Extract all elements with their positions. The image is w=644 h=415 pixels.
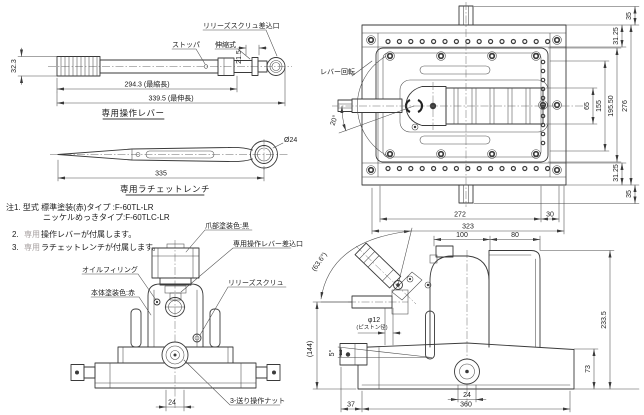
wrench-geometry	[50, 139, 288, 170]
plan-dimensions-bottom: 272 30 323	[371, 185, 565, 235]
label-release-screw: リリーズスクリュ	[228, 278, 284, 287]
dim-lever-extended: 339.5 (最伸長)	[148, 94, 193, 103]
lever-dimensions: 32.3 21.5 294.3 (最縮長) 339.5 (最伸長)	[11, 44, 286, 107]
side-view: 100 80 233.5 73 (144) (63.6°) 5° φ12 (ピス…	[307, 227, 640, 413]
front-geometry	[70, 240, 281, 408]
label-oil-filling: オイルフィリング	[82, 265, 138, 274]
release-screw	[192, 333, 202, 343]
feed-shaft-end	[339, 343, 368, 366]
dim-lever-retracted: 294.3 (最縮長)	[124, 80, 169, 89]
wrench-dimensions: Ø24 335	[57, 137, 297, 182]
label-lever-socket: 専用操作レバー差込口	[233, 239, 303, 248]
label-release-port: リリーズスクリュ差込口	[203, 21, 280, 30]
dim-side-24: 24	[463, 392, 471, 399]
note-3-text: ラチェットレンチが付属します。	[41, 242, 160, 252]
carry-handle	[425, 310, 435, 360]
notes-block: 注1. 型式 標準塗装(赤)タイプ :F-60TL-LR ニッケルめっきタイプ:…	[6, 202, 170, 252]
label-stopper: ストッパ	[172, 41, 200, 49]
dim-80: 80	[511, 232, 519, 239]
dim-bottom-offset: 35	[626, 190, 633, 198]
lever-labels: リリーズスクリュ差込口 ストッパ 伸縮式	[171, 21, 280, 65]
note-3-redacted: 専用	[24, 242, 40, 252]
dim-front-24: 24	[168, 400, 176, 407]
dim-272: 272	[454, 212, 466, 219]
dim-wrench-ring-dia: Ø24	[284, 137, 297, 144]
dim-lever-angle: 20°	[329, 114, 340, 127]
note-2-num: 2.	[12, 230, 19, 239]
label-telescopic: 伸縮式	[215, 40, 236, 49]
dim-lever-head-width: 21.5	[236, 50, 243, 64]
dim-155: 155	[596, 100, 603, 112]
note-3-num: 3.	[12, 243, 19, 252]
lever-swing-arc	[357, 56, 389, 157]
label-body-color: 本体塗装色:赤	[91, 288, 135, 297]
dim-195-50: 195.50	[608, 95, 615, 117]
wrench-view: Ø24 335 専用ラチェットレンチ	[50, 137, 297, 196]
lever-end-ring	[266, 57, 286, 76]
plan-labels: 20° レバー回転	[320, 60, 373, 127]
note-1-line2: ニッケルめっきタイプ:F-60TLC-LR	[43, 213, 170, 222]
note-2-redacted: 専用	[24, 229, 40, 239]
dim-lever-angle: (63.6°)	[310, 251, 329, 273]
front-labels: 爪部塗装色:黒 専用操作レバー差込口 オイルフィリング 本体塗装色:赤 リリーズ…	[81, 221, 303, 406]
side-plate	[488, 250, 541, 348]
body-cylinder	[147, 283, 204, 348]
plan-geometry	[332, 2, 584, 207]
dim-73: 73	[585, 365, 592, 373]
lever-view: 32.3 21.5 294.3 (最縮長) 339.5 (最伸長) リリーズスク…	[11, 21, 292, 120]
note-1: 注1. 型式 標準塗装(赤)タイプ :F-60TL-LR	[6, 202, 154, 212]
piston	[384, 307, 394, 346]
dim-276: 276	[622, 100, 629, 112]
dim-bottom-rail: 31.25	[613, 164, 620, 182]
stopper-hole	[203, 64, 209, 69]
lever-socket-tube	[354, 242, 402, 289]
note-2-text: 操作レバーが付属します。	[41, 229, 136, 239]
wrench-caption: 専用ラチェットレンチ	[120, 184, 210, 194]
lever-geometry	[48, 56, 292, 77]
dim-30: 30	[546, 212, 554, 219]
label-feed-nut: 3-送り操作ナット	[230, 396, 285, 405]
front-view: 爪部塗装色:黒 専用操作レバー差込口 オイルフィリング 本体塗装色:赤 リリーズ…	[70, 221, 303, 412]
label-lever-rotation: レバー回転	[320, 68, 355, 76]
plan-view: 20° レバー回転 35 31.25 65 155 195.50 276 31.…	[320, 2, 640, 235]
dim-top-offset: 35	[626, 12, 633, 20]
cylinder-body	[429, 255, 490, 348]
dim-65: 65	[584, 102, 591, 110]
oil-filling-plug	[153, 298, 161, 306]
dim-piston-note: (ピストン径)	[356, 323, 387, 331]
dim-base-angle: 5°	[328, 349, 336, 356]
dim-233-5: 233.5	[601, 311, 608, 329]
dim-top-rail: 31.25	[613, 27, 620, 45]
plan-dimensions-right: 35 31.25 65 155 195.50 276 31.25 35	[473, 6, 640, 204]
dim-piston-dia: φ12	[368, 317, 380, 324]
front-dimensions: 24	[155, 389, 195, 412]
dim-wrench-length: 335	[155, 171, 167, 178]
dim-360: 360	[460, 402, 472, 409]
dim-37: 37	[347, 402, 355, 409]
dim-100: 100	[456, 232, 468, 239]
claw-block	[151, 247, 200, 279]
dim-144: (144)	[307, 341, 314, 357]
lever-caption: 専用操作レバー	[101, 108, 164, 118]
dim-323: 323	[462, 224, 474, 231]
side-dimensions: 100 80 233.5 73 (144) (63.6°) 5° φ12 (ピス…	[307, 227, 640, 413]
dim-lever-grip-height: 32.3	[11, 59, 18, 73]
label-claw-color: 爪部塗装色:黒	[205, 221, 249, 230]
